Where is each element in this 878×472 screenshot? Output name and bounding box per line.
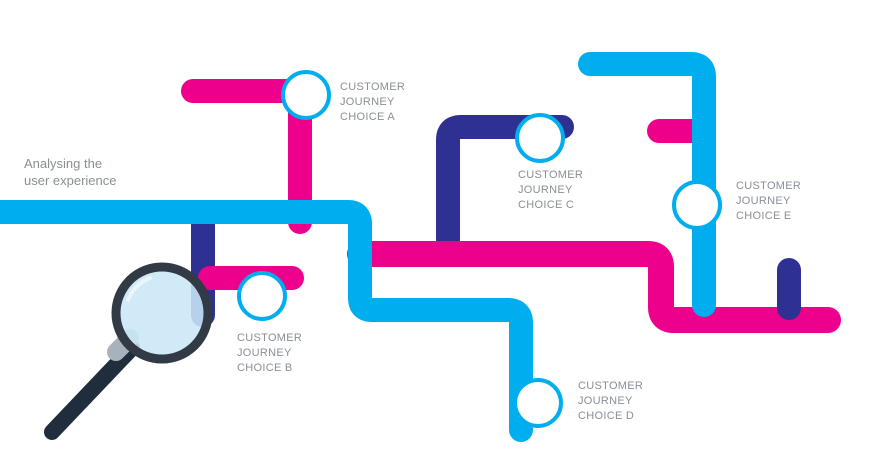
- choice-b-label-line-2: JOURNEY: [237, 347, 292, 359]
- station-c-node[interactable]: [515, 113, 565, 163]
- choice-a-label: CUSTOMER JOURNEY CHOICE A: [340, 80, 405, 125]
- choice-d-label-line-2: JOURNEY: [578, 395, 633, 407]
- choice-c-label-line-3: CHOICE C: [518, 199, 575, 211]
- choice-e-label-line-1: CUSTOMER: [736, 180, 802, 192]
- choice-d-label-line-3: CHOICE D: [578, 410, 635, 422]
- choice-d-label-line-1: CUSTOMER: [578, 380, 644, 392]
- choice-e-label-line-2: JOURNEY: [736, 195, 791, 207]
- choice-c-label-line-2: JOURNEY: [518, 184, 573, 196]
- choice-a-label-line-3: CHOICE A: [340, 111, 395, 123]
- choice-c-label: CUSTOMER JOURNEY CHOICE C: [518, 168, 583, 213]
- choice-c-label-line-1: CUSTOMER: [518, 169, 584, 181]
- intro-caption-line-2: user experience: [24, 173, 117, 188]
- station-e-node[interactable]: [672, 180, 722, 230]
- choice-b-label-line-3: CHOICE B: [237, 362, 293, 374]
- magnifying-glass-icon: [44, 262, 213, 440]
- choice-e-label-line-3: CHOICE E: [736, 210, 792, 222]
- choice-b-label-line-1: CUSTOMER: [237, 332, 303, 344]
- route-e-line: [578, 52, 716, 317]
- choice-b-label: CUSTOMER JOURNEY CHOICE B: [237, 331, 302, 376]
- main-cyan-line: [0, 200, 533, 442]
- choice-e-label: CUSTOMER JOURNEY CHOICE E: [736, 179, 801, 224]
- station-d-node[interactable]: [513, 378, 563, 428]
- choice-a-label-line-1: CUSTOMER: [340, 81, 406, 93]
- central-magenta-line: [347, 241, 841, 333]
- choice-d-label: CUSTOMER JOURNEY CHOICE D: [578, 379, 643, 424]
- choice-a-label-line-2: JOURNEY: [340, 96, 395, 108]
- intro-caption-line-1: Analysing the: [24, 156, 103, 171]
- intro-caption: Analysing the user experience: [24, 155, 117, 189]
- route-c-line: [436, 115, 574, 262]
- station-a-node[interactable]: [281, 70, 331, 120]
- station-b-node[interactable]: [237, 271, 287, 321]
